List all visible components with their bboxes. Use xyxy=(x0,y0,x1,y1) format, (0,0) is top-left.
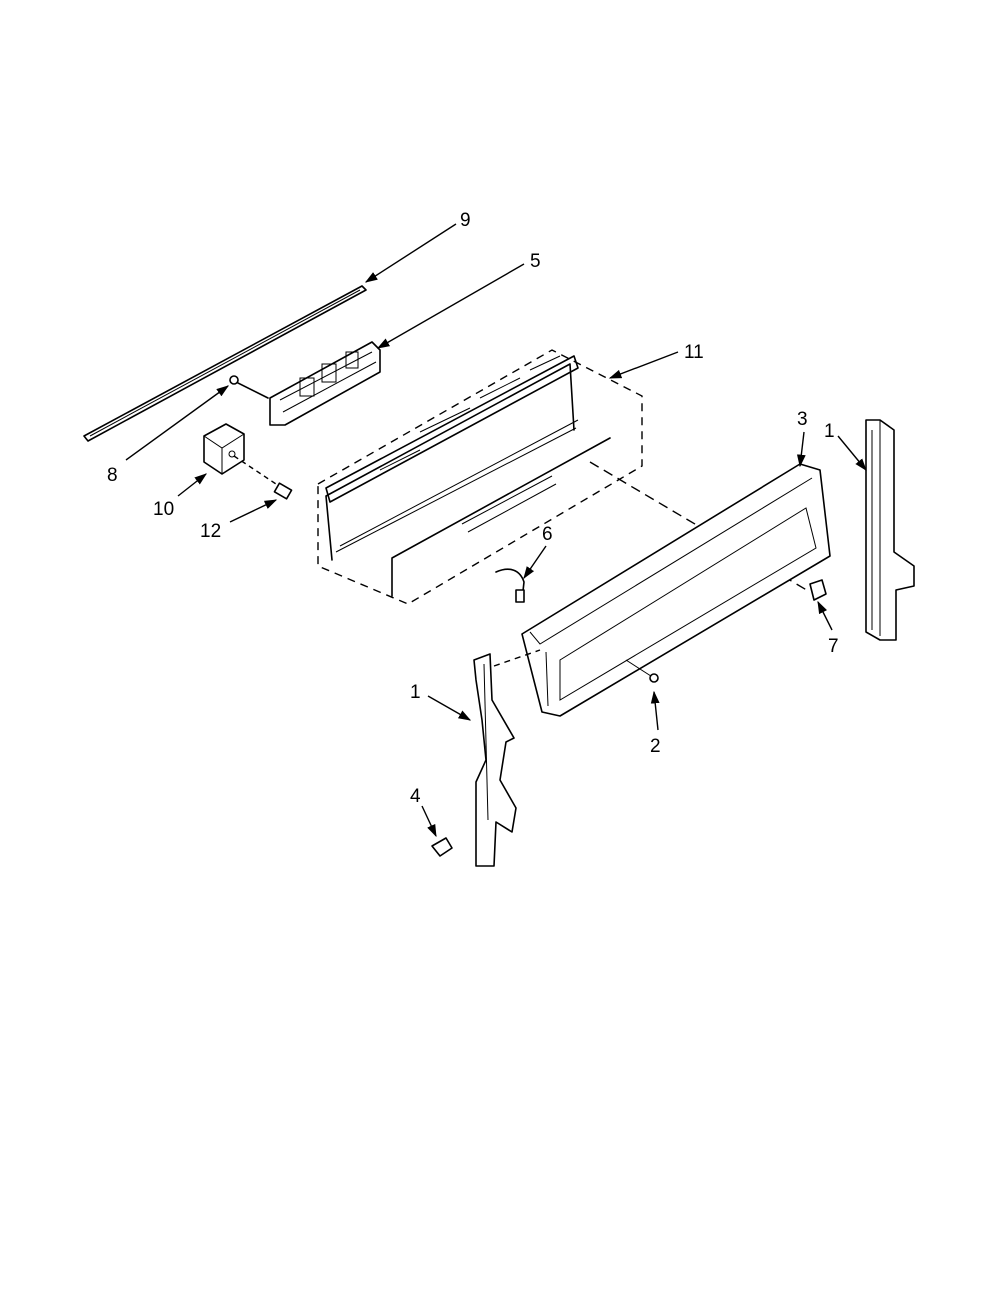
callout-9: 9 xyxy=(460,210,471,231)
part-7-clip xyxy=(809,579,827,601)
callout-6: 6 xyxy=(542,524,553,545)
part-3-trim-frame xyxy=(521,463,831,717)
part-1-right-bracket xyxy=(865,419,915,641)
callout-8: 8 xyxy=(107,465,118,486)
part-11-control-panel xyxy=(317,349,643,605)
part-12-screw xyxy=(233,455,293,500)
callout-1-left: 1 xyxy=(410,682,421,703)
part-2-pin xyxy=(625,659,659,683)
callout-4: 4 xyxy=(410,786,421,807)
part-6-wire xyxy=(495,568,525,603)
callout-labels: 9 5 11 8 10 12 3 1 6 7 1 2 4 xyxy=(107,210,839,807)
part-4-screw xyxy=(431,837,453,857)
callout-11: 11 xyxy=(684,342,704,363)
part-1-left-bracket xyxy=(473,649,541,867)
callout-3: 3 xyxy=(797,409,808,430)
callout-2: 2 xyxy=(650,736,661,757)
part-8-screw xyxy=(229,375,269,399)
callout-7: 7 xyxy=(828,636,839,657)
part-5-bracket xyxy=(269,341,381,426)
callout-10: 10 xyxy=(153,499,174,520)
part-10-switch-box xyxy=(203,423,245,475)
part-9-rail xyxy=(83,285,367,442)
leader-lines xyxy=(125,223,867,838)
callout-12: 12 xyxy=(200,521,221,542)
callout-1-right: 1 xyxy=(824,421,835,442)
callout-5: 5 xyxy=(530,251,541,272)
